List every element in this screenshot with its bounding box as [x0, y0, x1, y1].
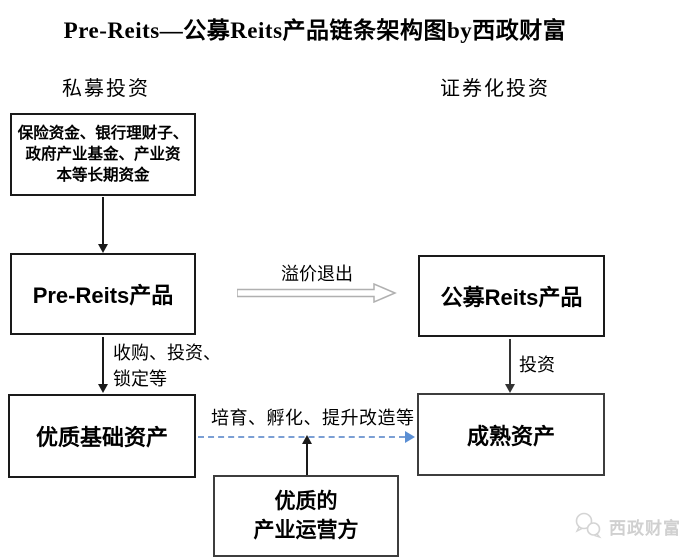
acquisition-line-2: 锁定等 — [113, 369, 167, 389]
arrow-operator-to-cultivation — [306, 443, 308, 475]
brand-watermark: 西政财富 — [573, 511, 681, 541]
dashed-arrow-cultivation — [198, 436, 405, 438]
label-premium-exit: 溢价退出 — [281, 264, 353, 284]
pre-reits-label: Pre-Reits产品 — [32, 283, 174, 308]
operator-line-2: 产业运营方 — [253, 519, 359, 542]
diagram-title: Pre-Reits—公募Reits产品链条架构图by西政财富 — [63, 18, 567, 43]
brand-watermark-text: 西政财富 — [609, 518, 681, 538]
label-acquisition: 收购、投资、 锁定等 — [113, 340, 221, 392]
node-public-reits-product: 公募Reits产品 — [418, 255, 605, 337]
funds-line-1: 保险资金、银行理财子、 — [17, 125, 189, 142]
arrow-prereits-to-quality — [102, 337, 104, 385]
funds-line-2: 政府产业基金、产业资 — [25, 146, 181, 163]
funds-line-3: 本等长期资金 — [56, 167, 150, 184]
arrow-publicreits-to-mature — [509, 339, 511, 385]
public-reits-label: 公募Reits产品 — [440, 285, 583, 310]
acquisition-line-1: 收购、投资、 — [113, 343, 221, 363]
wechat-bubbles-icon — [575, 512, 602, 539]
arrow-head-operator-to-cultivation — [302, 435, 312, 444]
node-industry-operator: 优质的 产业运营方 — [213, 475, 399, 557]
quality-base-assets-label: 优质基础资产 — [35, 425, 168, 450]
label-cultivation: 培育、孵化、提升改造等 — [211, 408, 415, 428]
dashed-arrow-head-cultivation — [405, 431, 415, 443]
column-header-private-investment: 私募投资 — [62, 78, 150, 100]
block-arrow-premium-exit-icon — [237, 283, 397, 303]
arrow-head-funds-to-prereits — [98, 244, 108, 253]
node-long-term-funds: 保险资金、银行理财子、 政府产业基金、产业资 本等长期资金 — [10, 113, 196, 196]
node-pre-reits-product: Pre-Reits产品 — [10, 253, 196, 335]
arrow-funds-to-prereits — [102, 197, 104, 245]
label-invest: 投资 — [519, 355, 555, 375]
node-quality-base-assets: 优质基础资产 — [8, 394, 196, 478]
arrow-head-prereits-to-quality — [98, 384, 108, 393]
operator-line-1: 优质的 — [274, 490, 338, 513]
mature-assets-label: 成熟资产 — [466, 423, 555, 449]
arrow-head-publicreits-to-mature — [505, 384, 515, 393]
node-mature-assets: 成熟资产 — [417, 393, 605, 476]
column-header-securitized-investment: 证券化投资 — [440, 78, 550, 100]
